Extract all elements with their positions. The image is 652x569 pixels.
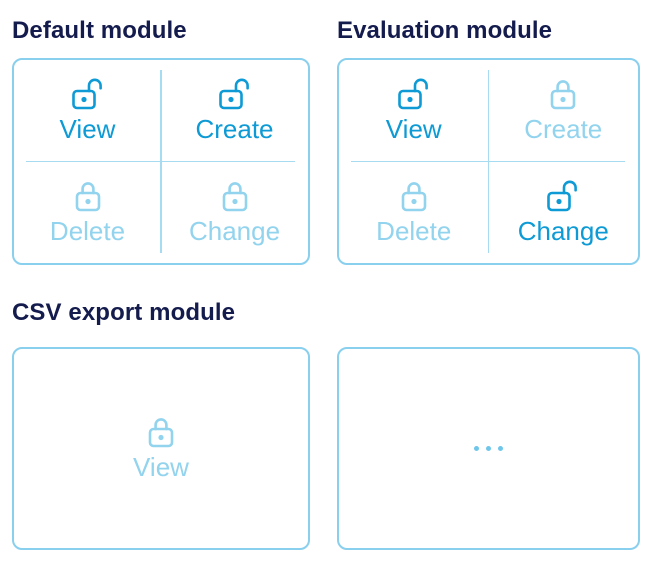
module-title-csv-export: CSV export module [12,299,236,326]
permission-label: Change [517,215,609,246]
ellipsis-icon [339,349,638,548]
permission-csv-view[interactable]: View [14,349,308,548]
permission-default-delete[interactable]: Delete [14,162,161,264]
csv-export-module-card: View [12,347,310,550]
lock-open-icon [396,77,432,113]
permission-label: Create [524,114,603,145]
lock-open-icon [217,77,253,113]
evaluation-module-card: View Create Delete [337,58,640,265]
lock-closed-icon [72,179,104,215]
default-module-card: View Create Delete [12,58,310,265]
permission-label: Delete [376,215,452,246]
card-divider-horizontal [26,160,295,163]
permission-label: View [133,452,189,482]
permission-evaluation-view[interactable]: View [339,60,489,162]
permission-default-change[interactable]: Change [161,162,308,264]
lock-closed-icon [547,77,579,113]
permission-evaluation-delete[interactable]: Delete [339,162,489,264]
permission-label: Change [188,215,281,246]
permission-default-view[interactable]: View [14,60,161,162]
permission-label: Create [195,114,274,145]
lock-closed-icon [219,179,251,215]
permission-evaluation-create[interactable]: Create [489,60,639,162]
module-title-default: Default module [12,17,187,44]
lock-closed-icon [145,415,177,451]
permission-label: Delete [49,215,126,246]
module-title-evaluation: Evaluation module [337,17,553,44]
lock-open-icon [70,77,106,113]
permission-label: View [59,114,116,145]
more-modules-card [337,347,640,550]
card-divider-horizontal [351,160,625,163]
permission-evaluation-change[interactable]: Change [489,162,639,264]
lock-closed-icon [398,179,430,215]
permission-default-create[interactable]: Create [161,60,308,162]
lock-open-icon [545,179,581,215]
permission-label: View [385,114,442,145]
